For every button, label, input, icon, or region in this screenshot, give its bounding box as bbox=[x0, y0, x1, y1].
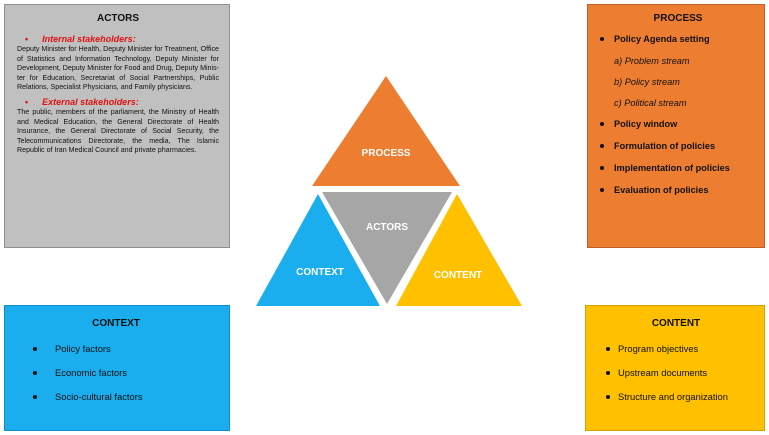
process-subitem-label: b) Policy stream bbox=[614, 77, 680, 87]
actors-triangle bbox=[322, 192, 452, 304]
process-item: Policy Agenda setting bbox=[600, 34, 756, 44]
bullet-icon: • bbox=[25, 96, 29, 107]
context-item: Economic factors bbox=[27, 367, 219, 378]
process-subitem: a) Problem stream bbox=[600, 56, 756, 66]
content-item-label: Program objectives bbox=[618, 343, 699, 354]
bullet-icon bbox=[606, 346, 610, 351]
context-item: Socio-cultural factors bbox=[27, 391, 219, 402]
content-item-label: Structure and organization bbox=[618, 391, 728, 402]
content-triangle-label: CONTENT bbox=[434, 270, 482, 281]
process-item-label: Formulation of policies bbox=[614, 141, 716, 151]
context-box-title: CONTEXT bbox=[92, 318, 140, 329]
process-subitem: c) Political stream bbox=[600, 98, 756, 108]
external-stakeholders-text: The public, members of the parliament, t… bbox=[17, 107, 219, 155]
content-box: CONTENT Program objectives Upstream docu… bbox=[585, 305, 765, 431]
bullet-icon: • bbox=[25, 34, 29, 44]
bullet-icon bbox=[600, 188, 604, 192]
external-stakeholders-heading: • External stakeholders: bbox=[25, 97, 219, 107]
internal-stakeholders-heading: • Internal stakeholders: bbox=[25, 34, 219, 44]
bullet-icon bbox=[600, 166, 604, 170]
context-box: CONTEXT Policy factors Economic factors … bbox=[4, 305, 230, 431]
bullet-icon bbox=[606, 394, 610, 399]
triangle-diagram: PROCESS ACTORS CONTEXT CONTENT bbox=[256, 76, 522, 306]
context-list: Policy factors Economic factors Socio-cu… bbox=[27, 343, 219, 402]
bullet-icon bbox=[33, 346, 37, 351]
actors-box: ACTORS • Internal stakeholders: Deputy M… bbox=[4, 4, 230, 248]
bullet-icon bbox=[600, 122, 604, 126]
process-item: Implementation of policies bbox=[600, 163, 756, 173]
content-list: Program objectives Upstream documents St… bbox=[606, 343, 756, 402]
external-stakeholders-label: External stakeholders: bbox=[42, 96, 139, 107]
bullet-icon bbox=[606, 370, 610, 375]
content-item: Structure and organization bbox=[606, 391, 756, 402]
internal-stakeholders-label: Internal stakeholders: bbox=[42, 34, 136, 44]
bullet-icon bbox=[600, 37, 604, 41]
content-item: Upstream documents bbox=[606, 367, 756, 378]
process-triangle bbox=[312, 76, 460, 186]
actors-triangle-label: ACTORS bbox=[366, 222, 408, 233]
content-item: Program objectives bbox=[606, 343, 756, 354]
process-item-label: Evaluation of policies bbox=[614, 185, 709, 195]
process-item: Formulation of policies bbox=[600, 141, 756, 151]
process-box: PROCESS Policy Agenda setting a) Problem… bbox=[587, 4, 765, 248]
bullet-icon bbox=[33, 370, 37, 375]
content-item-label: Upstream documents bbox=[618, 367, 708, 378]
process-item-label: Policy Agenda setting bbox=[614, 34, 710, 44]
actors-box-title: ACTORS bbox=[96, 13, 140, 24]
context-triangle-label: CONTEXT bbox=[296, 267, 344, 278]
process-item: Evaluation of policies bbox=[600, 185, 756, 195]
context-item-label: Socio-cultural factors bbox=[55, 391, 143, 402]
process-subitem-label: a) Problem stream bbox=[614, 56, 690, 66]
process-triangle-label: PROCESS bbox=[362, 148, 411, 159]
process-list: Policy Agenda setting a) Problem stream … bbox=[600, 34, 756, 195]
bullet-icon bbox=[33, 394, 37, 399]
context-item-label: Policy factors bbox=[55, 343, 111, 354]
process-box-title: PROCESS bbox=[653, 13, 703, 24]
process-item-label: Policy window bbox=[614, 119, 678, 129]
internal-stakeholders-text: Deputy Minister for Health, Deputy Minis… bbox=[17, 45, 219, 92]
content-box-title: CONTENT bbox=[651, 318, 701, 329]
context-item-label: Economic factors bbox=[55, 367, 127, 378]
process-subitem: b) Policy stream bbox=[600, 77, 756, 87]
content-triangle bbox=[396, 194, 522, 306]
context-item: Policy factors bbox=[27, 343, 219, 354]
process-item: Policy window bbox=[600, 119, 756, 129]
process-subitem-label: c) Political stream bbox=[614, 98, 687, 108]
context-triangle bbox=[256, 194, 380, 306]
process-item-label: Implementation of policies bbox=[614, 163, 730, 173]
bullet-icon bbox=[600, 144, 604, 148]
